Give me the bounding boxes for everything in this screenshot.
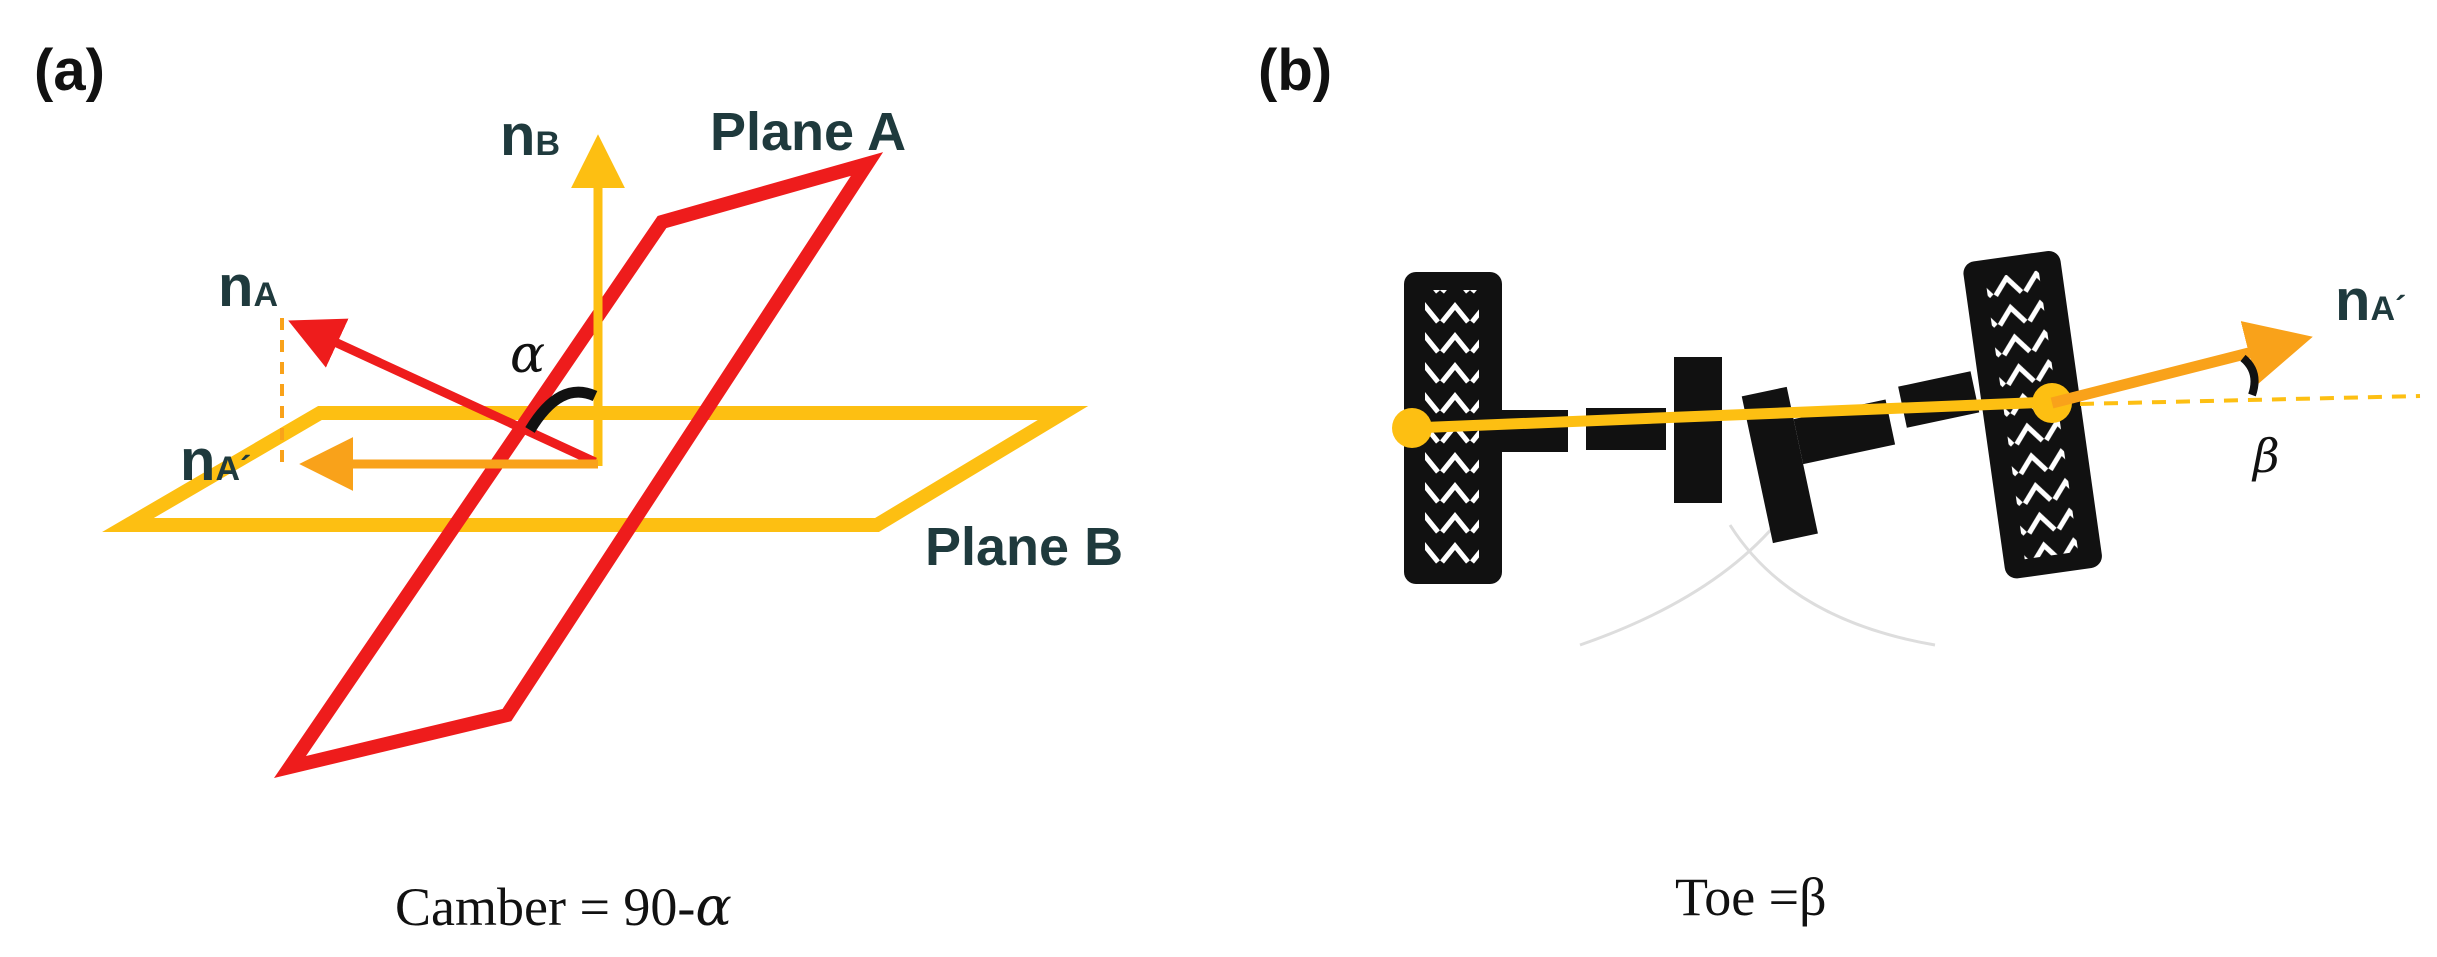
alpha-arc (525, 386, 598, 433)
plane-a (273, 152, 884, 779)
na-prime-label: nA´ (180, 428, 251, 493)
reference-dashed-line (2079, 394, 2421, 406)
na-label: nA (218, 254, 278, 319)
na-prime-vector-b (2050, 321, 2313, 409)
left-joint (1392, 408, 1432, 448)
alpha-label: α (510, 325, 545, 385)
na-prime-label-b: nA´ (2335, 268, 2406, 333)
panel-a-label: (a) (34, 38, 105, 103)
panel-a: (a) nB Plane A nA α nA´ Plane B Camber = (34, 38, 1123, 938)
na-vector (288, 318, 597, 467)
beta-label: β (2251, 429, 2280, 483)
nb-label: nB (500, 103, 560, 168)
steering-arc-right (1728, 524, 1936, 647)
right-wheel (1963, 250, 2102, 579)
panel-b-label: (b) (1258, 38, 1332, 103)
steering-arc-left (1579, 524, 1777, 647)
panel-b: (b) (1258, 38, 2421, 927)
axle-line (1411, 396, 2053, 434)
camber-caption: Camber = 90-α (395, 875, 732, 938)
plane-b (102, 406, 1089, 532)
plane-b-label: Plane B (925, 517, 1123, 577)
axle-linkage (1500, 357, 1980, 544)
beta-arc (2240, 354, 2259, 397)
toe-caption: Toe =β (1675, 867, 1827, 927)
plane-a-label: Plane A (710, 102, 906, 162)
